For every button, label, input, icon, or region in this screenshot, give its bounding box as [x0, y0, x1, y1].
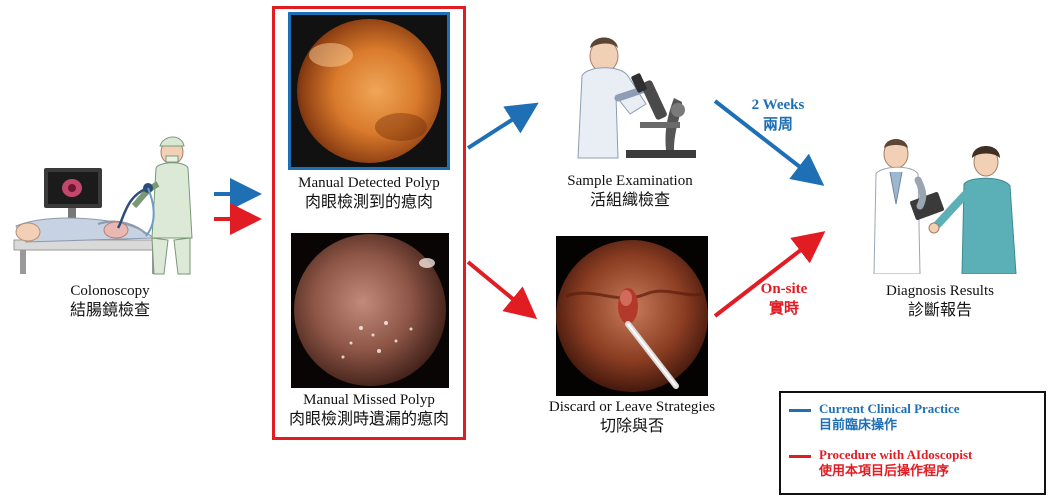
legend-swatch-ai	[789, 455, 811, 458]
diagnosis-label-en: Diagnosis Results	[850, 282, 1030, 300]
detected-polyp-caption: Manual Detected Polyp 肉眼檢測到的瘜肉	[275, 174, 463, 211]
legend-ai-zh: 使用本項目后操作程序	[819, 464, 972, 481]
discard-label-zh: 切除與否	[520, 416, 744, 435]
timing-ai-label: On-site 實時	[746, 280, 822, 318]
timing-current-label: 2 Weeks 兩周	[740, 96, 816, 134]
arrow-to-sample	[468, 107, 532, 148]
discard-polyp-image	[556, 236, 708, 396]
detected-polyp-image	[288, 12, 450, 170]
discard-label-en: Discard or Leave Strategies	[520, 398, 744, 416]
diagnosis-caption: Diagnosis Results 診斷報告	[850, 282, 1030, 319]
detected-polyp-label-en: Manual Detected Polyp	[275, 174, 463, 192]
missed-polyp-caption: Manual Missed Polyp 肉眼檢測時遺漏的瘜肉	[275, 391, 463, 428]
legend-swatch-current	[789, 409, 811, 412]
missed-polyp-label-zh: 肉眼檢測時遺漏的瘜肉	[275, 409, 463, 428]
sample-label-en: Sample Examination	[540, 172, 720, 190]
legend-current-zh: 目前臨床操作	[819, 418, 960, 435]
microscope-illustration	[556, 18, 706, 168]
arrow-to-discard	[468, 262, 531, 314]
legend: Current Clinical Practice 目前臨床操作 Procedu…	[779, 391, 1046, 495]
colonoscopy-label-zh: 結腸鏡檢查	[20, 300, 200, 319]
timing-current-zh: 兩周	[740, 115, 816, 134]
timing-ai-zh: 實時	[746, 299, 822, 318]
sample-label-zh: 活組織檢查	[540, 190, 720, 209]
diagnosis-label-zh: 診斷報告	[850, 300, 1030, 319]
missed-polyp-image	[291, 233, 449, 388]
colonoscopy-caption: Colonoscopy 結腸鏡檢查	[20, 282, 200, 319]
sample-caption: Sample Examination 活組織檢查	[540, 172, 720, 209]
discard-caption: Discard or Leave Strategies 切除與否	[520, 398, 744, 435]
missed-polyp-label-en: Manual Missed Polyp	[275, 391, 463, 409]
legend-item-current: Current Clinical Practice 目前臨床操作	[789, 399, 1044, 445]
legend-item-ai: Procedure with AIdoscopist 使用本項目后操作程序	[789, 445, 1044, 491]
timing-ai-en: On-site	[761, 281, 808, 297]
diagnosis-illustration	[840, 134, 1040, 274]
colonoscopy-label-en: Colonoscopy	[20, 282, 200, 300]
colonoscopy-illustration	[6, 128, 216, 278]
legend-current-en: Current Clinical Practice	[819, 401, 960, 418]
timing-current-en: 2 Weeks	[752, 97, 805, 113]
detected-polyp-label-zh: 肉眼檢測到的瘜肉	[275, 192, 463, 211]
legend-ai-en: Procedure with AIdoscopist	[819, 447, 972, 464]
